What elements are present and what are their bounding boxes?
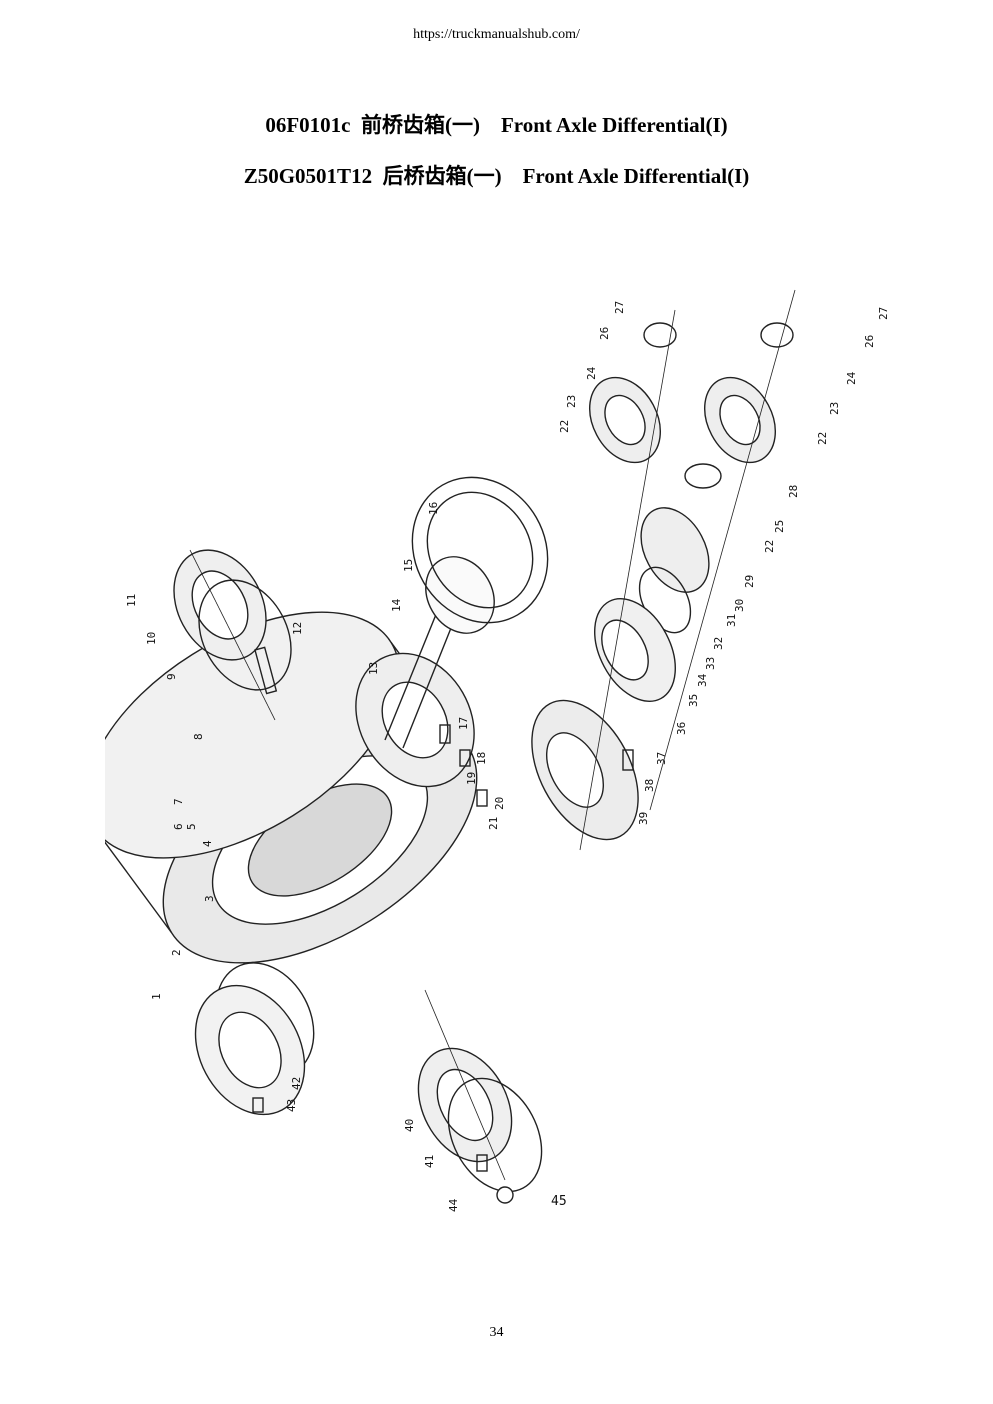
callout-44: 44 [447,1198,460,1212]
title-code: 06F0101c [265,113,351,137]
callout-11: 11 [125,594,138,607]
callout-36: 36 [675,722,688,735]
callout-22a: 22 [558,420,571,433]
callout-30: 30 [733,599,746,612]
title-code: Z50G0501T12 [243,164,373,188]
header-url: https://truckmanualshub.com/ [413,27,580,42]
title-line-2: Z50G0501T12 后桥齿箱(一) Front Axle Different… [0,160,993,190]
callout-18: 18 [475,752,488,765]
callout-13: 13 [367,662,380,675]
callout-40: 40 [403,1119,416,1132]
callout-8: 8 [192,733,205,740]
callout-10: 10 [145,632,158,645]
diagram-drawing [105,289,796,1204]
callout-26a: 26 [598,327,611,340]
callout-45: 45 [551,1194,567,1209]
page-number: 34 [489,1325,504,1340]
callout-28: 28 [787,485,800,498]
callout-24b: 24 [845,371,858,385]
callout-1: 1 [150,993,163,1000]
callout-15: 15 [402,559,415,572]
title-cn: 后桥齿箱(一) [382,164,502,188]
callout-42: 42 [290,1077,303,1090]
callout-29: 29 [743,575,756,588]
callout-26b: 26 [863,335,876,348]
title-cn: 前桥齿箱(一) [360,113,480,137]
callout-22c: 22 [763,540,776,553]
callout-39: 39 [637,812,650,825]
callout-38: 38 [643,779,656,792]
callout-41: 41 [423,1155,436,1168]
callout-19: 19 [465,772,478,785]
callout-20: 20 [493,797,506,810]
diagram-svg: 1 2 3 4 5 6 7 8 9 10 11 12 13 14 15 16 1… [105,289,890,1212]
callout-22b: 22 [816,432,829,445]
callout-9: 9 [165,673,178,680]
callout-25: 25 [773,520,786,533]
callout-27a: 27 [613,301,626,314]
callout-16: 16 [427,502,440,515]
callout-labels: 1 2 3 4 5 6 7 8 9 10 11 12 13 14 15 16 1… [125,301,890,1212]
callout-2: 2 [170,949,183,956]
callout-23b: 23 [828,402,841,415]
callout-17: 17 [457,717,470,730]
title-line-1: 06F0101c 前桥齿箱(一) Front Axle Differential… [0,109,993,139]
callout-23a: 23 [565,395,578,408]
callout-32: 32 [712,637,725,650]
callout-6: 6 [172,823,185,830]
callout-33: 33 [704,657,717,670]
callout-5: 5 [185,823,198,830]
callout-24a: 24 [585,366,598,380]
callout-3: 3 [203,895,216,902]
callout-7: 7 [172,798,185,805]
exploded-parts-diagram: 1 2 3 4 5 6 7 8 9 10 11 12 13 14 15 16 1… [105,250,915,1240]
callout-31: 31 [725,614,738,627]
title-en: Front Axle Differential(I) [522,164,750,188]
callout-37: 37 [655,752,668,765]
callout-12: 12 [291,622,304,635]
callout-27b: 27 [877,307,890,320]
callout-35: 35 [687,694,700,707]
title-en: Front Axle Differential(I) [500,113,728,137]
callout-43: 43 [285,1099,298,1112]
callout-21: 21 [487,817,500,830]
callout-34: 34 [696,673,709,687]
callout-14: 14 [390,598,403,612]
callout-4: 4 [201,840,214,847]
